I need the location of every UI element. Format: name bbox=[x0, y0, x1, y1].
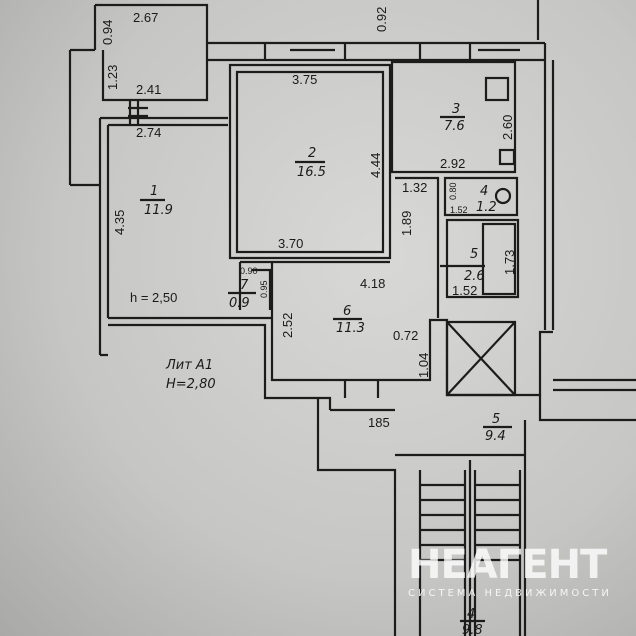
room-3-area: 7.6 bbox=[444, 119, 465, 134]
dim-room1-height: 4.35 bbox=[112, 210, 127, 235]
room-6-number: 6 bbox=[343, 304, 351, 319]
dim-balcony-inner: 2.41 bbox=[136, 82, 161, 97]
ceiling-height-note: h = 2,50 bbox=[130, 290, 177, 305]
dim-balcony-left: 0.94 bbox=[100, 20, 115, 45]
watermark-tagline: СИСТЕМА НЕДВИЖИМОСТИ bbox=[408, 588, 612, 599]
dim-room2-width-bottom: 3.70 bbox=[278, 236, 303, 251]
room-2-area: 16.5 bbox=[297, 165, 326, 180]
dim-niche-height: 1.04 bbox=[416, 353, 431, 378]
room-5-area: 2.6 bbox=[464, 269, 485, 284]
dim-room6-height: 2.52 bbox=[280, 313, 295, 338]
stairwell-area: 9.8 bbox=[462, 623, 483, 636]
notes: h = 2,50 Лит А1 H=2,80 bbox=[130, 290, 216, 392]
dim-room6-width: 4.18 bbox=[360, 276, 385, 291]
room-2-number: 2 bbox=[308, 146, 316, 161]
dim-bath-width: 1.52 bbox=[452, 283, 477, 298]
dim-balcony-width: 2.67 bbox=[133, 10, 158, 25]
dim-room2-height: 4.44 bbox=[368, 153, 383, 178]
dim-hall-height: 1.89 bbox=[399, 211, 414, 236]
dim-closet-a: 0.90 bbox=[240, 266, 258, 276]
room-7-number: 7 bbox=[240, 278, 249, 293]
dim-top-right: 0.92 bbox=[374, 7, 389, 32]
watermark: НЕАГЕНТ СИСТЕМА НЕДВИЖИМОСТИ bbox=[408, 542, 612, 599]
room-4-area: 1.2 bbox=[476, 200, 497, 215]
dim-kitchen-width: 2.92 bbox=[440, 156, 465, 171]
dim-landing: 185 bbox=[368, 415, 390, 430]
room-7-area: 0.9 bbox=[229, 296, 250, 311]
room-4-number: 4 bbox=[480, 184, 488, 199]
room-3-number: 3 bbox=[452, 102, 460, 117]
lit-note: Лит А1 bbox=[165, 358, 213, 373]
stairwell-number: 4 bbox=[467, 607, 475, 622]
watermark-brand: НЕАГЕНТ bbox=[408, 542, 608, 588]
room-labels: 1 11.9 2 16.5 3 7.6 4 1.2 5 2.6 6 11.3 7… bbox=[140, 102, 512, 636]
dim-kitchen-height: 2.60 bbox=[500, 115, 515, 140]
room-1-number: 1 bbox=[150, 184, 158, 199]
room-6-area: 11.3 bbox=[336, 321, 365, 336]
dim-niche-width: 0.72 bbox=[393, 328, 418, 343]
dim-room2-width-top: 3.75 bbox=[292, 72, 317, 87]
stairs bbox=[418, 470, 522, 636]
dim-wc-height: 0.80 bbox=[448, 182, 458, 200]
dimension-labels: 2.67 0.94 1.23 2.41 0.92 2.74 4.35 3.75 … bbox=[100, 7, 517, 430]
dim-room1-width: 2.74 bbox=[136, 125, 161, 140]
room-1-area: 11.9 bbox=[144, 203, 173, 218]
hall-area: 9.4 bbox=[485, 429, 506, 444]
hall-number: 5 bbox=[492, 412, 500, 427]
walls bbox=[68, 0, 636, 636]
dim-balcony-side: 1.23 bbox=[105, 65, 120, 90]
dim-closet-b: 0.95 bbox=[259, 280, 269, 298]
dim-hall-width: 1.32 bbox=[402, 180, 427, 195]
height-note: H=2,80 bbox=[166, 377, 216, 392]
room-5-number: 5 bbox=[470, 247, 478, 262]
dim-bath-height: 1.73 bbox=[502, 250, 517, 275]
dim-wc-width: 1.52 bbox=[450, 205, 468, 215]
